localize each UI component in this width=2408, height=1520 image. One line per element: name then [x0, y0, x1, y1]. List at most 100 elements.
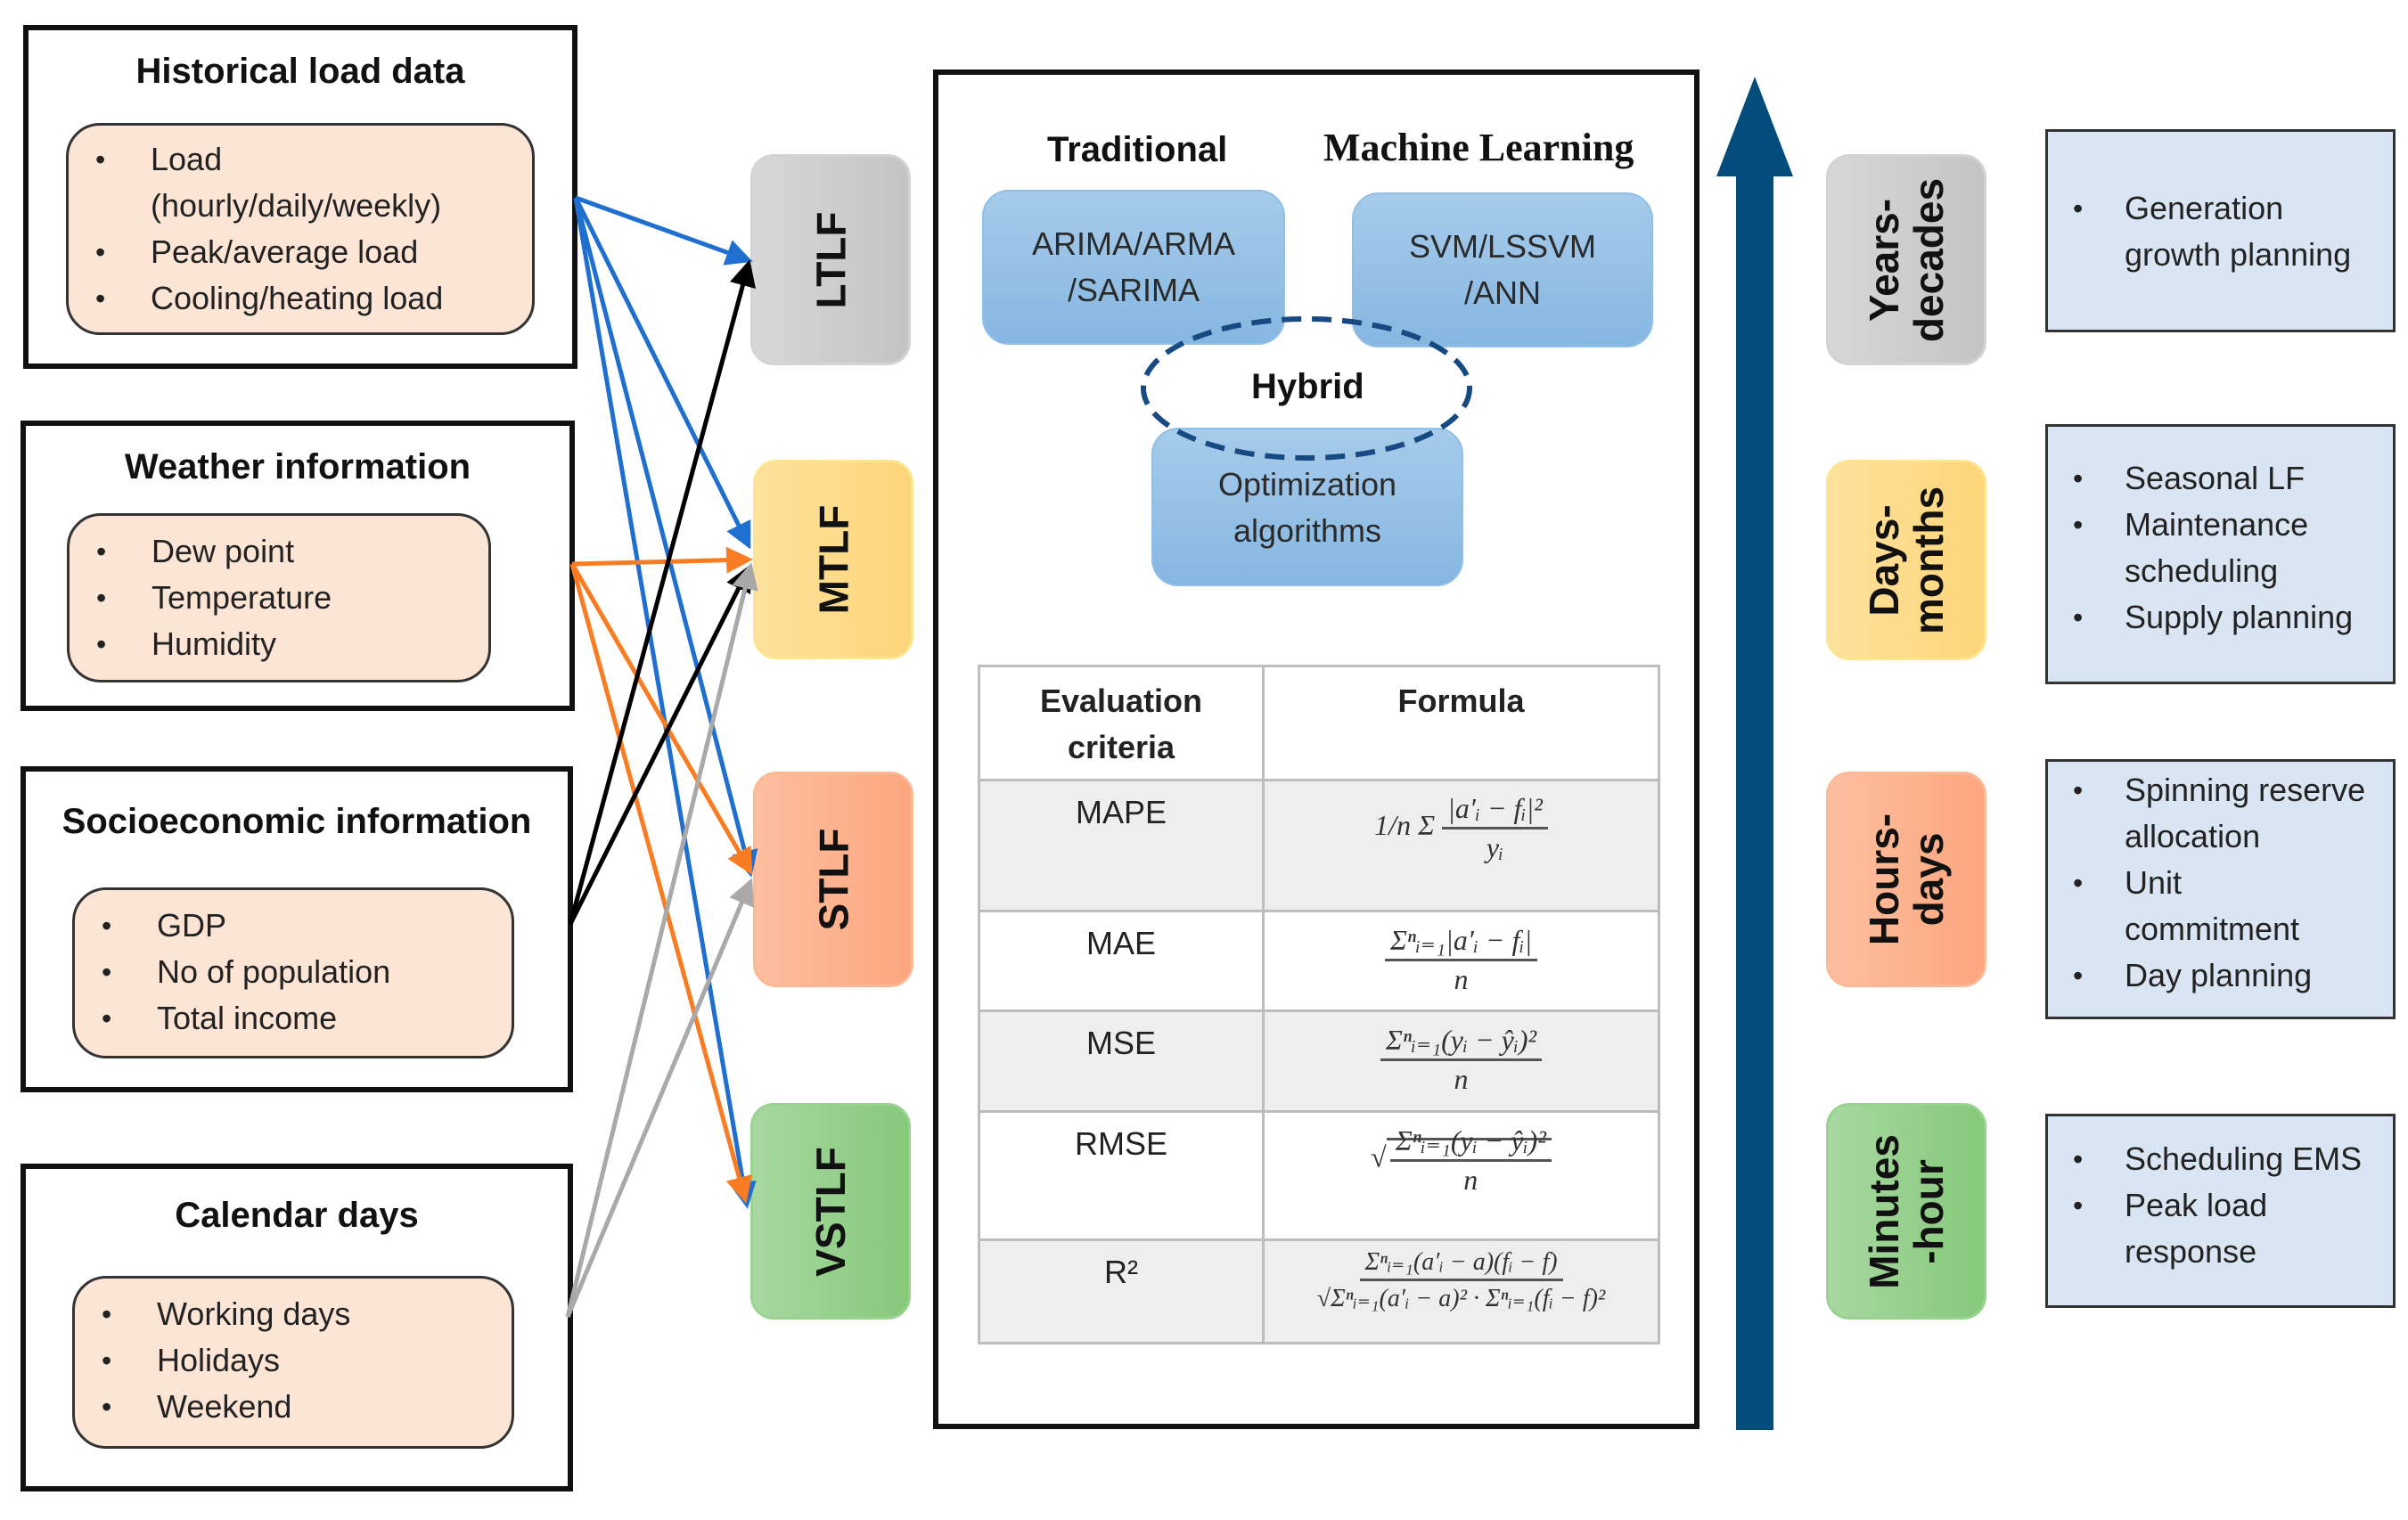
hybrid-ellipse-overlay — [1141, 316, 1472, 461]
application-item: Seasonal LF — [2048, 455, 2393, 502]
machine-learning-heading: Machine Learning — [1323, 126, 1634, 169]
applications-minutes-hour: Scheduling EMS Peak load response — [2045, 1114, 2396, 1308]
applications-years-decades: Generation growth planning — [2045, 129, 2396, 332]
horizon-mtlf: MTLF — [753, 460, 913, 659]
application-item: Day planning — [2048, 952, 2393, 999]
formula-cell: Σⁿᵢ₌₁|a′ᵢ − fᵢ|n — [1262, 910, 1660, 1012]
application-item: Spinning reserve — [2048, 767, 2393, 813]
input-item: Weekend — [75, 1384, 512, 1430]
horizon-ltlf: LTLF — [750, 154, 911, 365]
input-item: Peak/average load — [69, 229, 532, 275]
application-item: Maintenance — [2048, 502, 2393, 548]
timescale-years-decades: Years-decades — [1826, 154, 1986, 365]
traditional-heading: Traditional — [1047, 130, 1228, 169]
input-item: Humidity — [70, 621, 488, 667]
timescale-hours-days: Hours-days — [1826, 772, 1986, 987]
input-items-panel: GDP No of population Total income — [72, 887, 514, 1058]
ml-methods-box: SVM/LSSVM/ANN — [1352, 192, 1653, 347]
input-title: Calendar days — [175, 1196, 419, 1235]
header-formula: Formula — [1262, 665, 1660, 781]
application-item-continuation: response — [2125, 1233, 2257, 1270]
input-box-weather: Weather information Dew point Temperatur… — [20, 421, 575, 711]
table-row: R² Σⁿᵢ₌₁(a′ᵢ − a)(fᵢ − f)√Σⁿᵢ₌₁(a′ᵢ − a)… — [977, 1238, 1660, 1344]
timescale-label: Hours-days — [1860, 813, 1952, 946]
application-item: Supply planning — [2048, 594, 2393, 641]
method-line: ARIMA/ARMA — [1031, 225, 1236, 262]
timescale-days-months: Days-months — [1826, 460, 1986, 660]
timescale-label: Years-decades — [1861, 177, 1952, 342]
input-item: GDP — [75, 903, 512, 949]
horizon-stlf: STLF — [753, 772, 913, 987]
input-item: Holidays — [75, 1337, 512, 1384]
input-box-socioeconomic: Socioeconomic information GDP No of popu… — [20, 766, 573, 1092]
input-title: Weather information — [124, 447, 471, 486]
optimization-box: Optimization algorithms — [1151, 428, 1463, 586]
input-item-continuation: (hourly/daily/weekly) — [151, 187, 442, 224]
arrow-historical-to-mtlf — [573, 196, 751, 550]
application-item: Scheduling EMS — [2048, 1136, 2393, 1182]
application-item-continuation: growth planning — [2125, 236, 2352, 273]
timescale-minutes-hour: Minutes-hour — [1826, 1103, 1986, 1320]
formula-r2: Σⁿᵢ₌₁(a′ᵢ − a)(fᵢ − f)√Σⁿᵢ₌₁(a′ᵢ − a)² ·… — [1316, 1248, 1606, 1312]
timeline-arrow-shaft — [1736, 174, 1773, 1430]
method-line: Optimization — [1217, 466, 1397, 503]
table-row: MAE Σⁿᵢ₌₁|a′ᵢ − fᵢ|n — [977, 910, 1660, 1012]
application-item: Unit — [2048, 860, 2393, 906]
criterion-cell: RMSE — [977, 1110, 1265, 1241]
input-box-calendar: Calendar days Working days Holidays Week… — [20, 1164, 573, 1491]
criterion-cell: MAE — [977, 910, 1265, 1012]
traditional-methods-box: ARIMA/ARMA/SARIMA — [982, 190, 1285, 345]
method-line: algorithms — [1233, 512, 1382, 549]
input-item: Dew point — [70, 528, 488, 575]
timescale-label: Days-months — [1860, 486, 1952, 634]
arrow-calendar-to-mtlf — [565, 562, 758, 1318]
application-item-continuation: commitment — [2125, 911, 2300, 947]
application-item-continuation: scheduling — [2125, 552, 2279, 589]
arrow-historical-to-vstlf — [573, 197, 757, 1209]
applications-days-months: Seasonal LF Maintenance scheduling Suppl… — [2045, 424, 2396, 684]
input-item: Cooling/heating load — [69, 275, 532, 322]
application-item-continuation: allocation — [2125, 818, 2261, 854]
arrow-socio-to-ltlf — [568, 259, 756, 925]
input-item: No of population — [75, 949, 512, 995]
input-title: Historical load data — [135, 52, 465, 91]
input-item: Temperature — [70, 575, 488, 621]
horizon-vstlf: VSTLF — [750, 1103, 911, 1320]
method-line: /SARIMA — [1067, 272, 1200, 308]
applications-hours-days: Spinning reserve allocation Unit commitm… — [2045, 759, 2396, 1019]
timeline-arrow-head — [1716, 77, 1793, 176]
hybrid-label: Hybrid — [1251, 367, 1364, 406]
input-item: Total income — [75, 995, 512, 1042]
method-line: SVM/LSSVM — [1408, 228, 1597, 265]
timescale-label: Minutes-hour — [1861, 1133, 1952, 1289]
input-title: Socioeconomic information — [61, 802, 532, 841]
arrow-calendar-to-stlf — [565, 878, 755, 1318]
arrow-historical-to-ltlf — [575, 195, 753, 266]
criterion-cell: MSE — [977, 1009, 1265, 1113]
criterion-cell: R² — [977, 1238, 1265, 1344]
arrow-historical-to-stlf — [573, 197, 758, 878]
input-items-panel: Load (hourly/daily/weekly) Peak/average … — [66, 123, 535, 335]
arrow-weather-to-mtlf — [571, 546, 753, 574]
input-item: Working days — [75, 1291, 512, 1337]
method-line: /ANN — [1463, 274, 1541, 311]
input-box-historical-load: Historical load data Load (hourly/daily/… — [23, 25, 577, 369]
arrow-socio-to-mtlf — [568, 564, 751, 926]
input-items-panel: Dew point Temperature Humidity — [67, 513, 491, 682]
criterion-cell: MAPE — [977, 779, 1265, 912]
input-item: Load — [69, 136, 532, 183]
formula-cell: Σⁿᵢ₌₁(a′ᵢ − a)(fᵢ − f)√Σⁿᵢ₌₁(a′ᵢ − a)² ·… — [1262, 1238, 1660, 1344]
formula-mae: Σⁿᵢ₌₁|a′ᵢ − fᵢ|n — [1384, 912, 1538, 996]
